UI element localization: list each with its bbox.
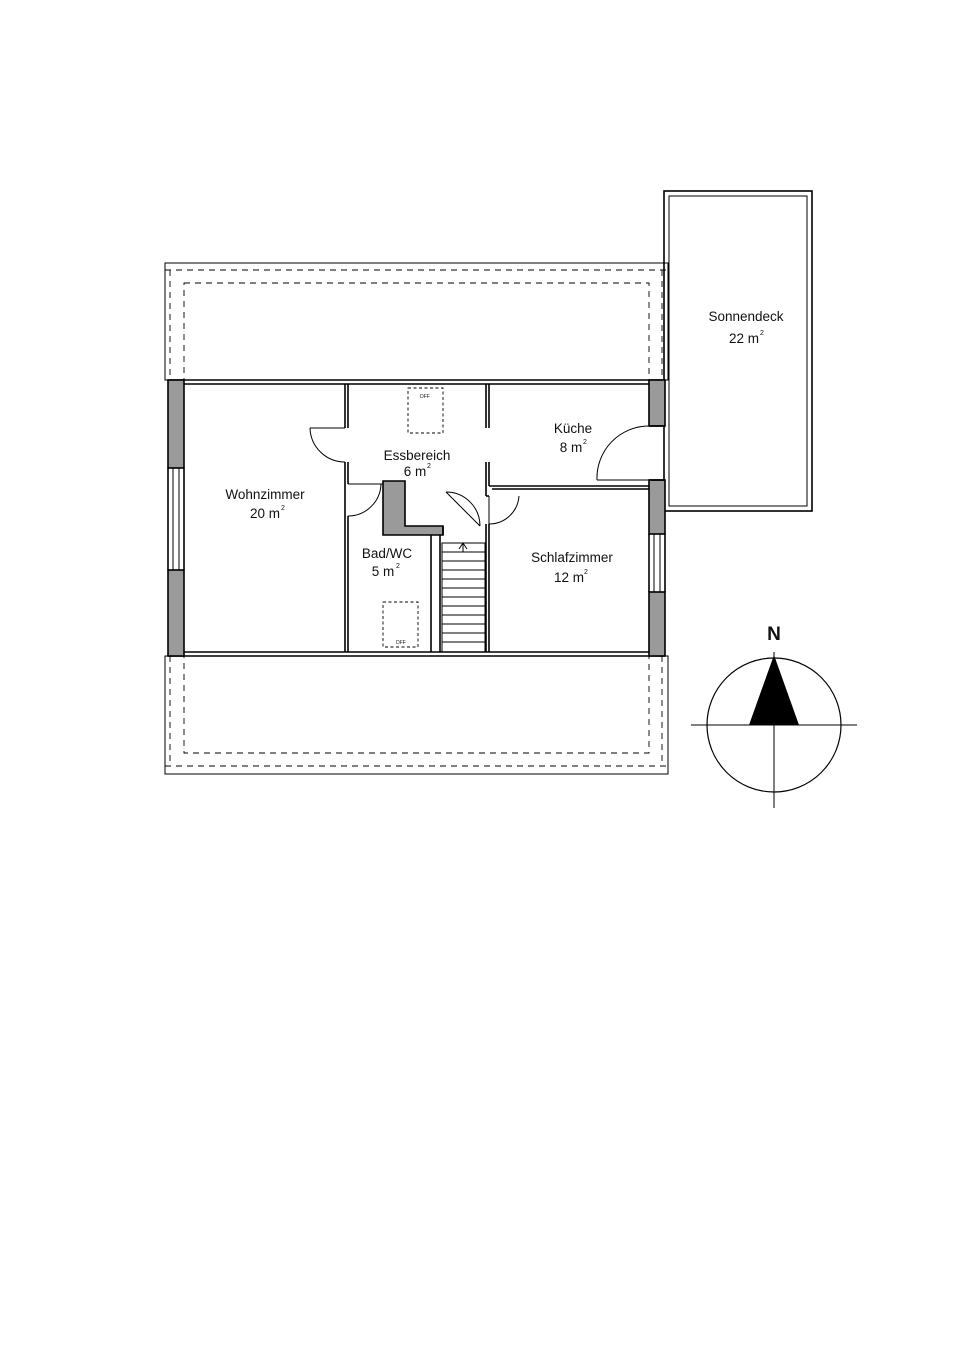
sun-deck [663, 190, 813, 512]
room-area: 5 m [372, 564, 395, 579]
north-compass-icon: N [691, 624, 857, 808]
room-area: 20 m [250, 506, 280, 521]
room-bad-wc: Bad/WC 5 m 2 [362, 546, 413, 579]
room-name: Küche [554, 421, 592, 436]
roof-overhang-south [164, 655, 669, 775]
room-area-superscript: 2 [584, 569, 588, 576]
skylight-bad: DFF [382, 601, 419, 648]
skylight-essbereich: DFF [407, 387, 444, 434]
room-area: 6 m [404, 464, 427, 479]
room-name: Essbereich [384, 448, 451, 463]
compass-label: N [767, 624, 781, 645]
room-area-superscript: 2 [427, 463, 431, 470]
room-schlafzimmer: Schlafzimmer 12 m 2 [531, 550, 613, 585]
skylight-label: DFF [396, 640, 406, 646]
room-area: 8 m [560, 440, 583, 455]
doors [309, 425, 650, 527]
room-area: 22 m [729, 331, 759, 346]
room-name: Schlafzimmer [531, 550, 613, 565]
room-area-superscript: 2 [760, 330, 764, 337]
room-essbereich: Essbereich 6 m 2 [384, 448, 451, 479]
skylight-label: DFF [420, 394, 430, 400]
room-sonnendeck: Sonnendeck 22 m 2 [708, 309, 783, 346]
room-wohnzimmer: Wohnzimmer 20 m 2 [225, 487, 305, 521]
room-area-superscript: 2 [396, 563, 400, 570]
staircase [441, 542, 486, 653]
room-name: Wohnzimmer [225, 487, 305, 502]
room-area: 12 m [554, 570, 584, 585]
interior-walls [344, 384, 665, 652]
roof-overhang-north [164, 262, 669, 381]
room-name: Bad/WC [362, 546, 413, 561]
room-area-superscript: 2 [281, 505, 285, 512]
room-kueche: Küche 8 m 2 [554, 421, 592, 455]
room-area-superscript: 2 [583, 439, 587, 446]
room-name: Sonnendeck [708, 309, 783, 324]
